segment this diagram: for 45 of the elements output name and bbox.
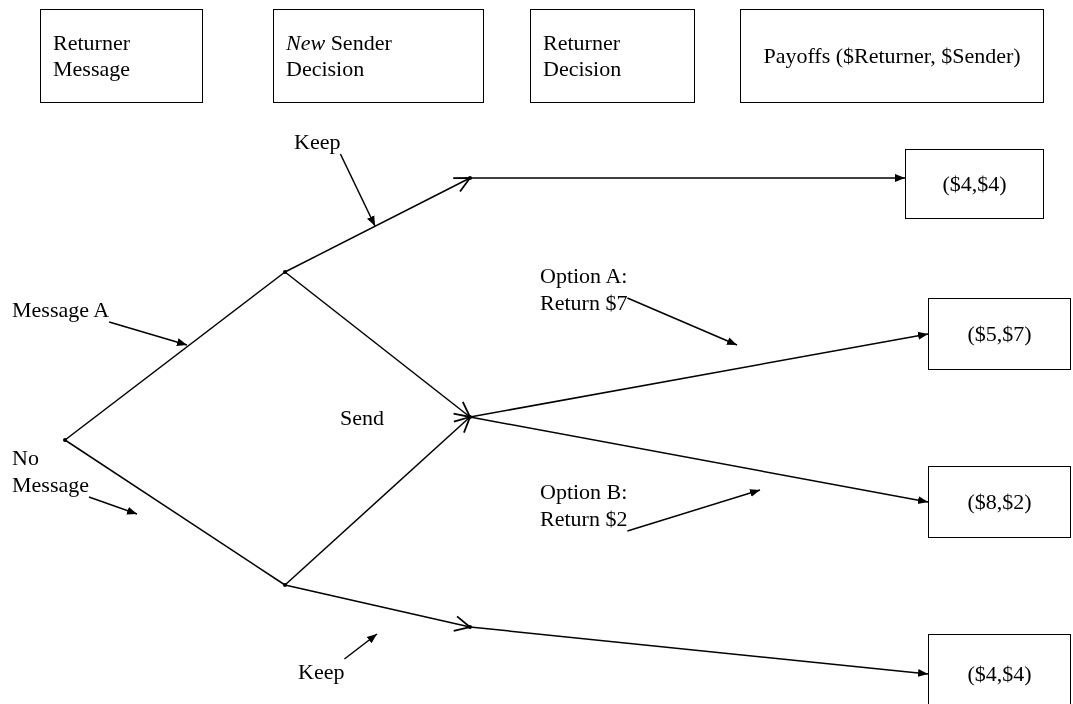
branch-label: Message A — [12, 297, 110, 322]
tree-branch — [64, 439, 286, 586]
column-header-box — [273, 9, 484, 103]
header-text: Returner Decision — [543, 30, 623, 82]
payoff-box — [928, 298, 1071, 370]
tree-branch — [284, 416, 471, 586]
branch-label: No Message — [12, 445, 89, 497]
tree-branch — [284, 584, 471, 632]
payoff-box — [928, 634, 1071, 704]
tree-branch — [469, 626, 929, 677]
leader-arrow — [108, 321, 188, 346]
header-text: Payoffs ($Returner, $Sender) — [763, 43, 1021, 69]
header-text: ($8,$2) — [967, 489, 1032, 515]
branch-point — [468, 625, 472, 629]
leader-arrow — [88, 496, 138, 515]
leader-arrow — [626, 297, 738, 346]
leader-arrow — [343, 633, 378, 660]
header-text: ($4,$4) — [967, 661, 1032, 687]
tree-branch — [469, 174, 906, 182]
tree-branch — [469, 416, 929, 505]
header-text: Returner Message — [53, 30, 131, 82]
tree-branch — [284, 271, 471, 418]
branch-point — [63, 438, 67, 442]
payoff-box — [928, 466, 1071, 538]
header-text: New Sender Decision — [286, 30, 393, 82]
branch-label: Option B: Return $2 — [540, 479, 628, 531]
tree-branch — [469, 331, 929, 418]
tree-branch — [284, 177, 471, 273]
header-text: ($5,$7) — [967, 321, 1032, 347]
branch-point — [468, 415, 472, 419]
payoff-box — [905, 149, 1044, 219]
leader-arrow — [339, 153, 376, 227]
branch-label: Keep — [294, 129, 341, 154]
branch-label: Send — [340, 405, 384, 431]
branch-label: Keep — [298, 659, 345, 684]
leader-arrow — [626, 489, 761, 532]
header-text: ($4,$4) — [942, 171, 1007, 197]
column-header-box — [740, 9, 1044, 103]
branch-point — [283, 270, 287, 274]
branch-point — [283, 583, 287, 587]
branch-point — [468, 176, 472, 180]
branch-label: Option A: Return $7 — [540, 263, 628, 315]
column-header-box — [530, 9, 695, 103]
tree-branch — [64, 271, 286, 441]
column-header-box — [40, 9, 203, 103]
